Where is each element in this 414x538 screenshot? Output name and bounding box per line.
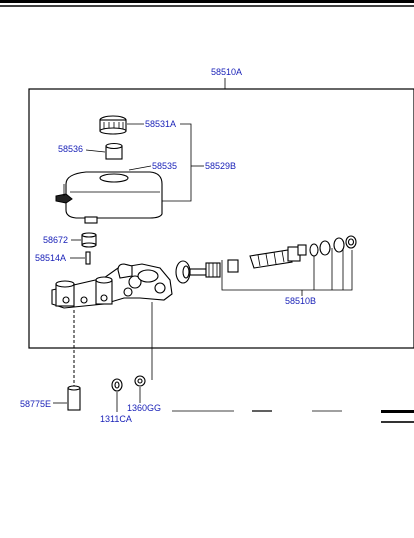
label-58535: 58535	[152, 161, 177, 171]
assembly-frame	[28, 88, 414, 349]
reservoir-cap	[99, 115, 127, 135]
label-58531a: 58531A	[145, 119, 176, 129]
leader-58535	[128, 165, 152, 171]
cap-strainer	[105, 142, 123, 160]
reservoir-tank	[55, 171, 163, 224]
seal-ring-2	[319, 240, 331, 256]
gasket	[134, 375, 146, 387]
leader-58536	[85, 149, 106, 153]
label-58536: 58536	[58, 144, 83, 154]
primary-piston	[189, 259, 239, 278]
master-cylinder-body	[51, 263, 173, 309]
label-1311ca: 1311CA	[100, 414, 132, 424]
label-58510b: 58510B	[285, 296, 316, 306]
secondary-piston	[249, 244, 307, 269]
plug	[67, 385, 81, 411]
label-58514a: 58514A	[35, 253, 66, 263]
label-58672: 58672	[43, 235, 68, 245]
cropped-fragments	[172, 410, 414, 423]
bracket-58529b	[162, 123, 192, 202]
label-58529b: 58529B	[205, 161, 236, 171]
top-border-bar	[0, 0, 414, 3]
label-58510a: 58510A	[211, 67, 242, 77]
seal-ring-1	[309, 243, 319, 257]
label-1360gg: 1360GG	[127, 403, 161, 413]
grommet	[81, 232, 97, 248]
label-58775e: 58775E	[20, 399, 51, 409]
bracket-58510b	[221, 250, 353, 291]
seal-ring-3	[333, 237, 345, 253]
nut	[111, 378, 123, 392]
seal-cup	[175, 260, 191, 284]
pin	[85, 251, 91, 265]
seal-ring-4-inner	[347, 238, 355, 246]
